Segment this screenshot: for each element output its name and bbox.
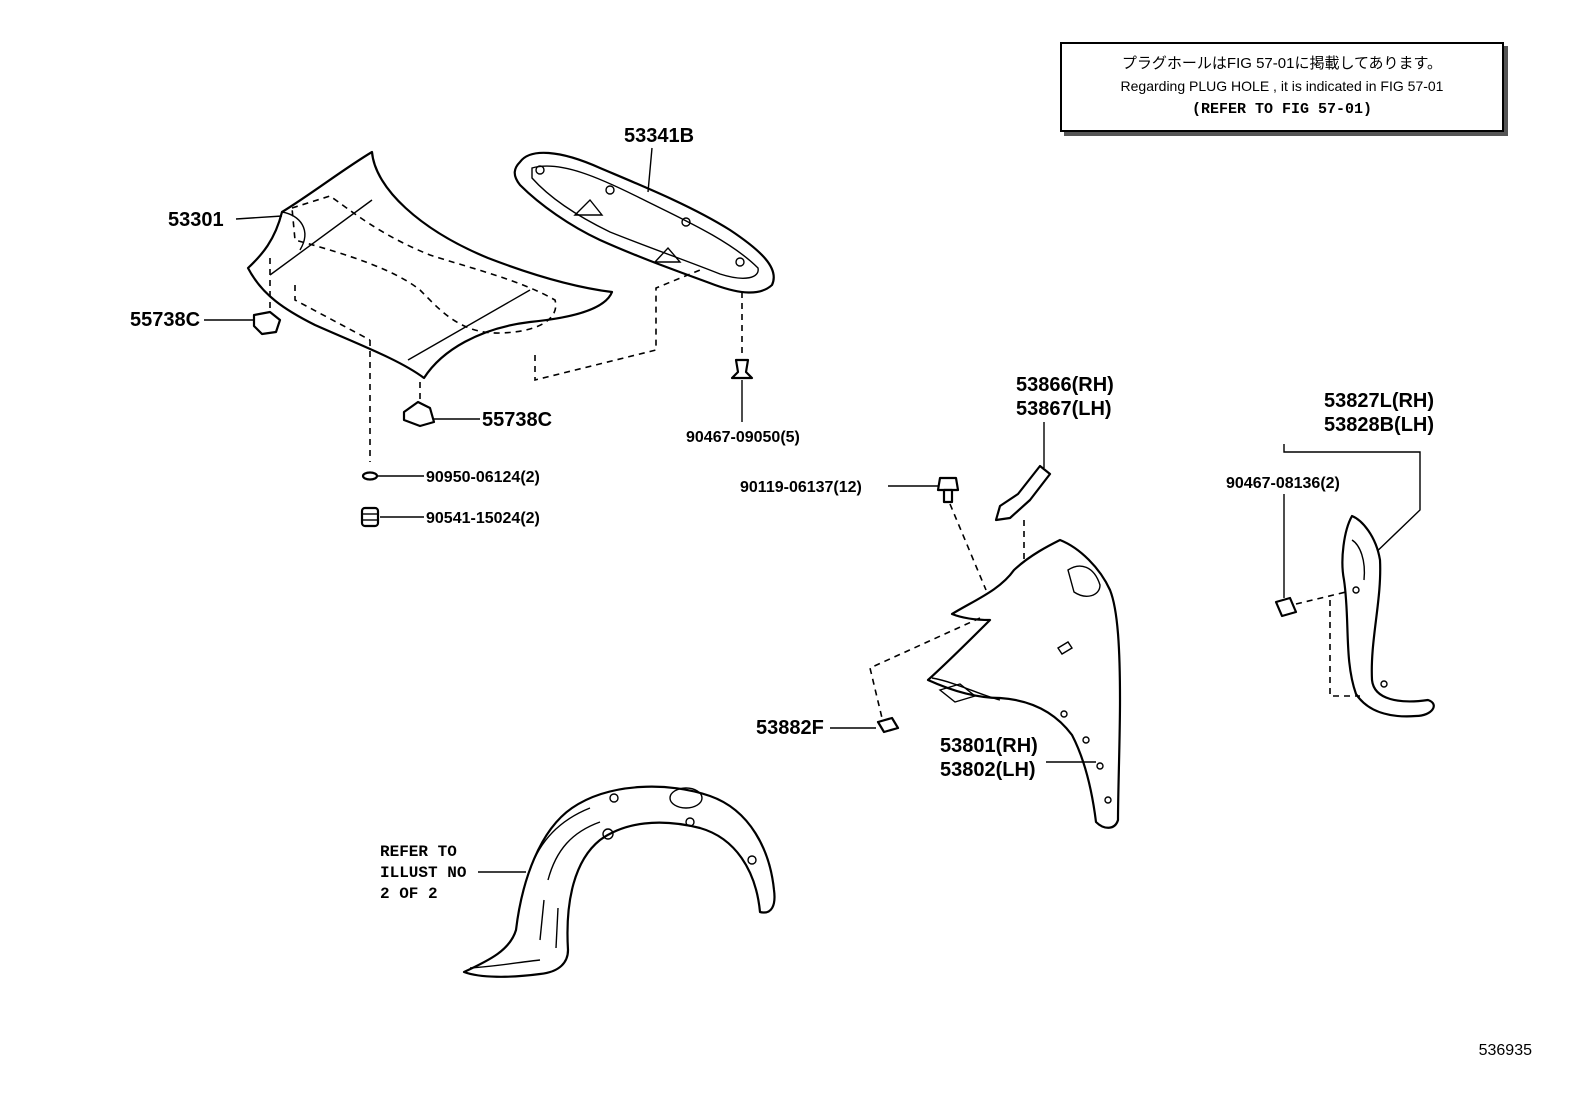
refer-text-line3: 2 OF 2 bbox=[380, 885, 438, 903]
washer-90950 bbox=[361, 471, 379, 481]
note-japanese: プラグホールはFIG 57-01に掲載してあります。 bbox=[1121, 55, 1443, 72]
note-refer: (REFER TO FIG 57-01) bbox=[1191, 101, 1373, 118]
clip-90467-09050 bbox=[730, 358, 754, 380]
front-fender bbox=[926, 538, 1122, 829]
refer-text-line2: ILLUST NO bbox=[380, 864, 467, 882]
cushion-90541 bbox=[360, 506, 380, 528]
label-53802: 53802(LH) bbox=[940, 759, 1036, 781]
bolt-90119 bbox=[936, 476, 960, 504]
label-90467-08136: 90467-08136(2) bbox=[1226, 475, 1340, 492]
hood-cushion-bottom bbox=[402, 400, 436, 428]
label-53341B: 53341B bbox=[624, 125, 694, 147]
refer-text-line1: REFER TO bbox=[380, 843, 457, 861]
hood-panel bbox=[246, 150, 614, 380]
plug-hole-note: プラグホールはFIG 57-01に掲載してあります。 Regarding PLU… bbox=[1060, 42, 1504, 132]
illustration-id: 536935 bbox=[1478, 1042, 1532, 1059]
label-53801: 53801(RH) bbox=[940, 735, 1038, 757]
hood-cushion-left bbox=[252, 310, 282, 336]
label-90467-09050: 90467-09050(5) bbox=[686, 429, 800, 446]
label-55738C-left: 55738C bbox=[130, 309, 200, 331]
label-53867: 53867(LH) bbox=[1016, 398, 1112, 420]
label-53828B: 53828B(LH) bbox=[1324, 414, 1434, 436]
label-53301: 53301 bbox=[168, 209, 224, 231]
label-90119: 90119-06137(12) bbox=[740, 479, 862, 496]
clip-53882F bbox=[876, 716, 900, 734]
label-53882F: 53882F bbox=[756, 717, 824, 739]
hood-insulator bbox=[513, 151, 775, 294]
fender-liner-seal bbox=[1341, 514, 1435, 718]
label-55738C-bottom: 55738C bbox=[482, 409, 552, 431]
note-english: Regarding PLUG HOLE , it is indicated in… bbox=[1120, 78, 1444, 94]
fender-bracket bbox=[994, 464, 1052, 522]
clip-90467-08136 bbox=[1274, 596, 1298, 618]
fender-liner bbox=[462, 785, 776, 978]
label-90950: 90950-06124(2) bbox=[426, 469, 540, 486]
label-53827L: 53827L(RH) bbox=[1324, 390, 1434, 412]
label-90541: 90541-15024(2) bbox=[426, 510, 540, 527]
label-53866: 53866(RH) bbox=[1016, 374, 1114, 396]
